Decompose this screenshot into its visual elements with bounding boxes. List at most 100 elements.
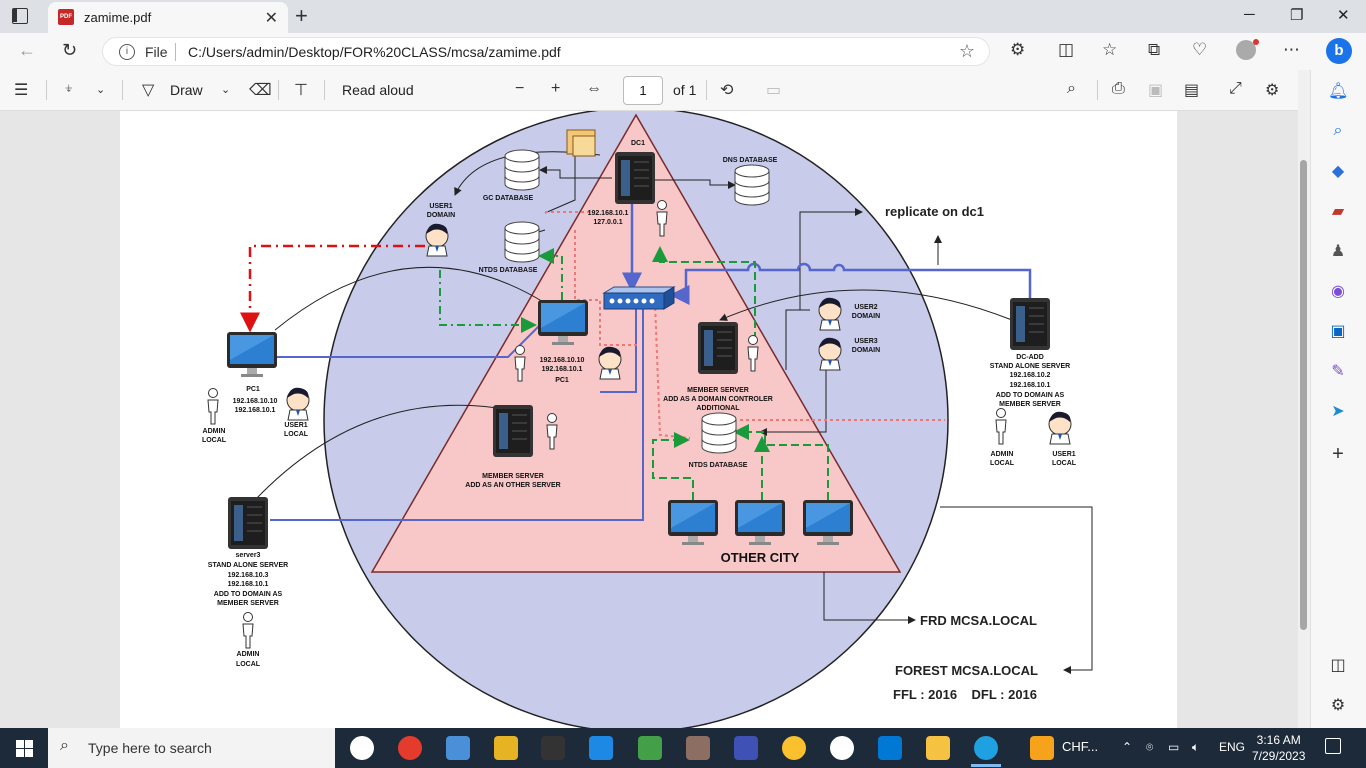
refresh-icon[interactable]: ↻ bbox=[62, 40, 78, 60]
replicate-label: replicate on dc1 bbox=[885, 204, 984, 219]
url-field[interactable]: i File C:/Users/admin/Desktop/FOR%20CLAS… bbox=[102, 37, 990, 66]
designer-icon[interactable]: ✎ bbox=[1331, 363, 1345, 380]
search-icon[interactable]: ⌕ bbox=[1067, 80, 1076, 97]
language-indicator[interactable]: ENG bbox=[1219, 740, 1246, 754]
print-icon[interactable]: ⎙ bbox=[1112, 80, 1125, 97]
close-window-icon[interactable]: ✕ bbox=[1337, 7, 1350, 24]
gc-database-icon bbox=[504, 149, 540, 191]
user3-domain-line1: USER3 bbox=[854, 338, 877, 345]
bell-icon[interactable]: 🔔︎ bbox=[1328, 83, 1349, 100]
shopping-tag-icon[interactable]: ◆ bbox=[1331, 163, 1345, 180]
gns-app-icon[interactable] bbox=[686, 736, 710, 760]
back-icon[interactable]: ← bbox=[18, 40, 36, 60]
settings-gear-icon[interactable]: ⚙ bbox=[1265, 82, 1280, 99]
qt-app-icon[interactable] bbox=[638, 736, 662, 760]
divider bbox=[1097, 80, 1098, 100]
dns-database-icon bbox=[734, 164, 770, 206]
windows-start-icon[interactable] bbox=[16, 740, 33, 757]
draw-icon[interactable]: ▽ bbox=[142, 82, 155, 99]
tools-app-icon[interactable] bbox=[494, 736, 518, 760]
taskbar-search[interactable]: ⌕ Type here to search bbox=[48, 728, 335, 768]
chf-app-icon[interactable] bbox=[1030, 736, 1054, 760]
network-tray-icon[interactable]: ⌾ bbox=[1146, 740, 1154, 754]
highlight-icon[interactable]: ⍖ bbox=[64, 80, 74, 97]
page-total: of 1 bbox=[673, 82, 697, 98]
more-options-icon[interactable]: ⋯ bbox=[1283, 40, 1300, 59]
tab-actions-icon[interactable] bbox=[12, 8, 28, 24]
read-aloud-button[interactable]: Read aloud bbox=[342, 82, 414, 98]
add-icon[interactable]: + bbox=[1332, 443, 1344, 465]
zoom-in-icon[interactable]: + bbox=[551, 80, 561, 97]
restore-icon[interactable]: ❐ bbox=[1290, 7, 1304, 24]
search-icon[interactable]: ⌕ bbox=[1333, 122, 1343, 139]
draw-button[interactable]: Draw bbox=[170, 82, 203, 98]
performance-icon[interactable]: ♡ bbox=[1192, 40, 1208, 59]
member-server-other-icon bbox=[492, 404, 534, 458]
maps-app-icon[interactable] bbox=[350, 736, 374, 760]
new-tab-icon[interactable]: + bbox=[295, 3, 308, 28]
outlook-icon[interactable]: ▣ bbox=[1330, 323, 1346, 340]
microsoft365-icon[interactable]: ◉ bbox=[1331, 283, 1345, 300]
file-explorer-icon[interactable] bbox=[926, 736, 950, 760]
chevron-down-icon[interactable]: ⌄ bbox=[96, 84, 106, 96]
mysql-app-icon[interactable] bbox=[541, 736, 565, 760]
pc1-left-monitor-icon bbox=[227, 332, 277, 377]
folder-icon bbox=[566, 129, 596, 157]
user1-domain-line1: USER1 bbox=[429, 203, 452, 210]
volume-icon[interactable]: 🔈︎ bbox=[1192, 740, 1200, 754]
editor-app-icon[interactable] bbox=[734, 736, 758, 760]
save-as-icon[interactable]: ▤ bbox=[1184, 82, 1200, 99]
member-server-dc-icon bbox=[697, 321, 739, 375]
games-icon[interactable]: ♟ bbox=[1330, 243, 1346, 260]
extensions-icon[interactable]: ⚙ bbox=[1010, 40, 1026, 59]
send-icon[interactable]: ➤ bbox=[1331, 403, 1345, 420]
sidebar-toggle-icon[interactable]: ◫ bbox=[1330, 657, 1346, 674]
tab-title: zamime.pdf bbox=[84, 10, 152, 25]
minimize-icon[interactable]: ─ bbox=[1244, 6, 1255, 23]
fit-page-icon[interactable]: ⇔ bbox=[586, 80, 602, 97]
virtualbox-app-icon[interactable] bbox=[589, 736, 613, 760]
edge-app-icon[interactable] bbox=[974, 736, 998, 760]
fullscreen-icon[interactable]: ⤢ bbox=[1229, 80, 1242, 97]
zoom-out-icon[interactable]: − bbox=[515, 80, 525, 97]
other-city-label: OTHER CITY bbox=[721, 550, 800, 565]
network-app-icon[interactable] bbox=[446, 736, 470, 760]
taskbar: ⌕ Type here to search CHF... ⌃ ⌾ ▭ 🔈︎ EN… bbox=[0, 728, 1366, 768]
chevron-down-icon[interactable]: ⌄ bbox=[221, 84, 231, 96]
github-app-icon[interactable] bbox=[830, 736, 854, 760]
eraser-icon[interactable]: ⌫ bbox=[249, 82, 272, 99]
url-text[interactable]: C:/Users/admin/Desktop/FOR%20CLASS/mcsa/… bbox=[188, 44, 561, 60]
domain-link bbox=[652, 432, 694, 500]
save-icon[interactable]: ▣ bbox=[1148, 82, 1164, 99]
text-box-icon[interactable]: ⊤ bbox=[294, 82, 308, 99]
connector-line bbox=[274, 266, 546, 331]
taskbar-clock[interactable]: 3:16 AM 7/29/2023 bbox=[1252, 732, 1305, 764]
user1-local-pc1-line2: LOCAL bbox=[284, 431, 309, 438]
bing-copilot-icon[interactable]: b bbox=[1326, 38, 1352, 64]
contents-icon[interactable]: ☰ bbox=[14, 82, 29, 99]
info-icon[interactable]: i bbox=[119, 44, 135, 60]
page-view-icon[interactable]: ▭ bbox=[766, 82, 782, 99]
forest-label: FOREST MCSA.LOCAL bbox=[895, 663, 1038, 678]
tab-zamime-pdf[interactable]: PDF zamime.pdf ✕ bbox=[48, 2, 288, 33]
vscode-app-icon[interactable] bbox=[878, 736, 902, 760]
tools-icon[interactable]: ▰ bbox=[1331, 203, 1345, 220]
split-screen-icon[interactable]: ◫ bbox=[1058, 40, 1075, 59]
notification-icon[interactable] bbox=[1325, 738, 1341, 754]
profile-avatar[interactable] bbox=[1236, 40, 1256, 60]
chevron-up-icon[interactable]: ⌃ bbox=[1122, 740, 1133, 754]
rotate-icon[interactable]: ⟲ bbox=[720, 82, 734, 99]
favorites-icon[interactable]: ☆ bbox=[1102, 40, 1118, 59]
sidebar-settings-icon[interactable]: ⚙ bbox=[1330, 697, 1346, 714]
close-tab-icon[interactable]: ✕ bbox=[264, 10, 278, 27]
collections-icon[interactable]: ⧉ bbox=[1148, 40, 1161, 59]
recorder-app-icon[interactable] bbox=[398, 736, 422, 760]
scrollbar-thumb[interactable] bbox=[1300, 160, 1307, 630]
wifi-icon[interactable]: ▭ bbox=[1168, 740, 1180, 754]
network-link bbox=[275, 324, 541, 358]
page-number-input[interactable]: 1 bbox=[623, 76, 663, 105]
chrome-app-icon[interactable] bbox=[782, 736, 806, 760]
divider bbox=[278, 80, 279, 100]
chf-app-label[interactable]: CHF... bbox=[1062, 739, 1099, 754]
favorite-star-icon[interactable]: ☆ bbox=[958, 41, 975, 61]
